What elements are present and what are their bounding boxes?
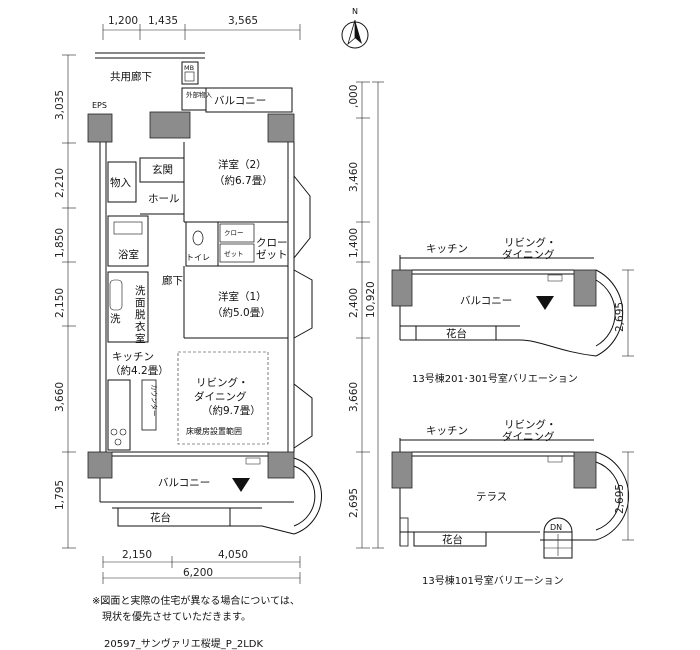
wall-block: [391, 451, 413, 489]
room-outdoor-storage: 外部物入: [186, 90, 213, 99]
v2-dim-right: 2,695: [614, 484, 626, 514]
washroom-char-4: 衣: [135, 320, 146, 333]
wall-block: [573, 451, 597, 489]
dim-left-1: 3,035: [54, 90, 66, 120]
room-closet-2: ゼット: [256, 249, 288, 261]
washroom-char-2: 面: [135, 297, 146, 309]
v1-dim-right: 2,695: [614, 302, 626, 332]
v1-living-2: ダイニング: [502, 248, 555, 261]
dim-top-1: 1,200: [108, 15, 138, 27]
room-bathroom: 浴室: [118, 248, 139, 261]
room-kitchen-size: （約4.2畳）: [110, 364, 169, 377]
v2-kitchen: キッチン: [426, 425, 468, 437]
v1-living: リビング・: [504, 236, 557, 249]
room-mb: MB: [184, 64, 194, 72]
floor-heating-area: [177, 351, 269, 445]
dim-right-2: 3,460: [348, 162, 360, 192]
footer-code: 20597_サンヴァリエ桜堤_P_2LDK: [104, 637, 263, 650]
north-compass: N: [341, 7, 369, 49]
dim-left-6: 1,795: [54, 480, 66, 510]
v2-living-2: ダイニング: [502, 430, 555, 443]
room-hall: ホール: [148, 193, 180, 205]
wall-block: [573, 269, 597, 307]
dim-right-total: 10,920: [365, 281, 377, 318]
room-living-size: （約9.7畳）: [202, 404, 261, 417]
dim-top-2: 1,435: [148, 15, 178, 27]
room-planter: 花台: [150, 511, 171, 524]
room-western2: 洋室（2）: [218, 158, 267, 171]
wall-block: [267, 451, 295, 479]
room-entrance: 玄関: [152, 163, 173, 176]
room-corridor: 共用廊下: [110, 70, 152, 83]
note-line-1: ※図面と実際の住宅が異なる場合については、: [92, 594, 300, 607]
washroom-char-1: 洗: [135, 285, 146, 297]
v2-living: リビング・: [504, 418, 557, 431]
room-kitchen: キッチン: [112, 351, 154, 363]
v1-kitchen: キッチン: [426, 243, 468, 255]
note-line-2: 現状を優先させていただきます。: [92, 610, 251, 623]
room-western1: 洋室（1）: [218, 290, 267, 303]
variant-2-plan: キッチン リビング・ ダイニング テラス 花台 DN 2,695 13号棟101…: [391, 418, 634, 587]
dim-right-5: 3,660: [348, 382, 360, 412]
v1-balcony: バルコニー: [460, 295, 512, 307]
v2-planter: 花台: [442, 533, 463, 546]
top-dimensions: 1,200 1,435 3,565: [102, 15, 301, 40]
v2-dn: DN: [550, 523, 562, 532]
v2-caption: 13号棟101号室バリエーション: [422, 574, 564, 587]
v1-planter: 花台: [446, 327, 467, 340]
room-western2-size: （約6.7畳）: [214, 174, 273, 187]
dim-top-3: 3,565: [228, 15, 258, 27]
room-storage: 物入: [110, 176, 131, 189]
wall-block: [87, 113, 113, 143]
dim-left-5: 3,660: [54, 382, 66, 412]
wall-block: [391, 269, 413, 307]
dim-left-2: 2,210: [54, 168, 66, 198]
wall-block: [267, 113, 295, 143]
right-dimensions: ,000 3,460 1,400 2,400 3,660 2,695 10,92…: [348, 81, 384, 549]
main-plan: 共用廊下 EPS MB 外部物入 バルコニー 物入 玄関 ホール 洋室（2）: [87, 52, 323, 535]
v2-terrace: テラス: [476, 491, 507, 503]
room-closet-small-1: クロー: [224, 229, 244, 237]
washroom-char-5: 室: [135, 332, 146, 345]
washroom-char-3: 脱: [135, 308, 146, 321]
dim-bottom-1: 2,150: [122, 549, 152, 561]
dim-right-6: 2,695: [348, 488, 360, 518]
wall-block: [87, 451, 113, 479]
room-toilet: トイレ: [186, 253, 210, 262]
dim-right-1: ,000: [348, 85, 360, 108]
balcony-arrow: [232, 478, 250, 492]
room-floor-heating: 床暖房設置範囲: [186, 426, 242, 436]
notes: ※図面と実際の住宅が異なる場合については、 現状を優先させていただきます。 20…: [92, 594, 300, 650]
room-closet-small-2: ゼット: [224, 249, 244, 258]
room-living-2: ダイニング: [194, 390, 247, 403]
wall-block: [149, 111, 191, 139]
room-living: リビング・: [196, 376, 249, 389]
variant-1-plan: キッチン リビング・ ダイニング バルコニー 花台 2,695 13号棟201･…: [391, 236, 634, 385]
left-dimensions: 3,035 2,210 1,850 2,150 3,660 1,795: [54, 54, 76, 549]
room-hallway: 廊下: [162, 274, 183, 287]
room-wash: 洗: [110, 313, 121, 325]
v1-balcony-arrow: [536, 296, 554, 310]
room-eps: EPS: [92, 101, 107, 110]
dim-right-4: 2,400: [348, 288, 360, 318]
room-balcony-top: バルコニー: [214, 95, 266, 107]
bottom-dimensions: 2,150 4,050 6,200: [102, 549, 301, 584]
dim-right-3: 1,400: [348, 228, 360, 258]
dim-bottom-total: 6,200: [183, 567, 213, 579]
dim-bottom-2: 4,050: [218, 549, 248, 561]
room-western1-size: （約5.0畳）: [212, 306, 271, 319]
room-counter: カウンター: [150, 384, 159, 417]
room-closet: クロー: [256, 237, 288, 249]
room-balcony-bottom: バルコニー: [158, 477, 210, 489]
compass-label: N: [352, 7, 358, 16]
v1-caption: 13号棟201･301号室バリエーション: [412, 372, 578, 385]
dim-left-4: 2,150: [54, 288, 66, 318]
dim-left-3: 1,850: [54, 228, 66, 258]
